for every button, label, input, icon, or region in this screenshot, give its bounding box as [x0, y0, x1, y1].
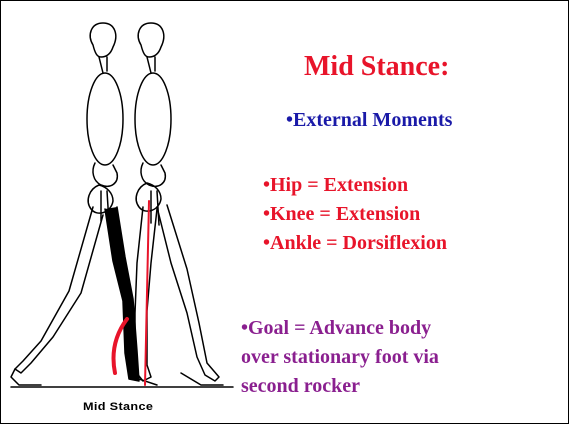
right-figure-torso: [135, 73, 171, 165]
goal-line-3: second rocker: [241, 372, 566, 401]
left-figure-head: [90, 23, 116, 57]
slide-title: Mid Stance:: [304, 51, 449, 83]
moments-list: •Hip = Extension •Knee = Extension •Ankl…: [263, 171, 447, 258]
slide-subtitle: •External Moments: [286, 109, 452, 132]
moment-knee: •Knee = Extension: [263, 200, 447, 229]
goal-line-1: •Goal = Advance body: [241, 314, 566, 343]
goal-line-2: over stationary foot via: [241, 343, 566, 372]
right-figure-head: [138, 23, 164, 57]
moment-hip: •Hip = Extension: [263, 171, 447, 200]
goal-text: •Goal = Advance body over stationary foo…: [241, 314, 566, 401]
left-figure-torso: [87, 73, 123, 165]
figure-caption: Mid Stance: [83, 401, 153, 413]
moment-ankle: •Ankle = Dorsiflexion: [263, 229, 447, 258]
gait-figure-illustration: [1, 1, 241, 424]
